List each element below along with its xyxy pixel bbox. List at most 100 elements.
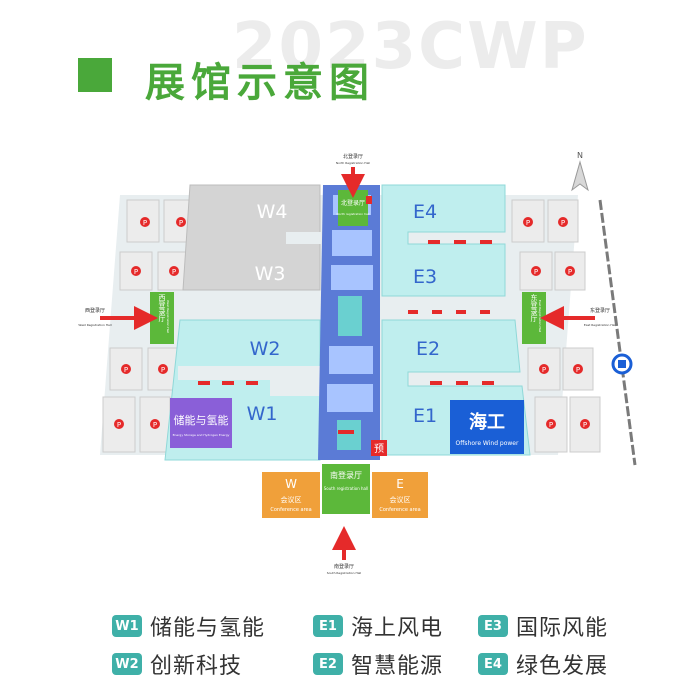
legend-badge: E4 — [478, 653, 508, 675]
east-entrance-label-en: East Registration Hall — [584, 323, 616, 327]
west-hall-label: 西登录厅 — [158, 294, 166, 322]
passage-arrows — [198, 196, 494, 434]
parking-marker: P — [576, 366, 580, 374]
south-entrance-label: 南登录厅 — [334, 563, 354, 570]
passage-arrow — [480, 310, 490, 314]
legend-item-e2: E2 智慧能源 — [313, 648, 443, 680]
parking-marker: P — [172, 268, 176, 276]
passage-arrow — [430, 381, 442, 385]
title-square-icon — [78, 58, 112, 92]
compass-north-label: N — [577, 151, 583, 160]
corridor-window — [337, 420, 361, 450]
legend-label: 海上风电 — [351, 616, 444, 641]
east-hall-label-en: East Registration Hall — [538, 300, 542, 332]
metro-line — [598, 199, 637, 466]
legend-item-e1: E1 海上风电 — [313, 610, 443, 642]
conference-e-en: Conference area — [379, 507, 420, 513]
passage-arrow — [432, 310, 442, 314]
hall-e2-label: E2 — [416, 338, 440, 360]
parking-marker: P — [143, 219, 147, 227]
hall-gap — [286, 232, 324, 244]
conference-w-en: Conference area — [270, 507, 311, 513]
compass-icon: N — [571, 151, 589, 192]
legend-item-w1: W1 储能与氢能 — [112, 610, 265, 642]
west-hall-label-en: West Registration Hall — [166, 300, 170, 333]
zone-offshore-wind — [450, 400, 524, 454]
parking-marker: P — [134, 268, 138, 276]
hall-e4-e3-block — [381, 184, 506, 297]
legend: W1 储能与氢能 E1 海上风电 E3 国际风能 W2 创新科技 E2 智慧能源… — [0, 600, 691, 695]
parking-marker: P — [526, 219, 530, 227]
west-entrance-label: 西登录厅 — [85, 307, 105, 314]
conference-area-e — [372, 472, 428, 518]
legend-badge: E3 — [478, 615, 508, 637]
zone-storage-cn: 储能与氢能 — [174, 413, 229, 427]
legend-badge: E1 — [313, 615, 343, 637]
parking-lot — [562, 347, 594, 391]
conference-area-w — [262, 472, 320, 518]
hall-w4-label: W4 — [257, 201, 288, 223]
parking-marker: P — [568, 268, 572, 276]
hall-w2-label: W2 — [250, 338, 281, 360]
legend-item-e4: E4 绿色发展 — [478, 648, 608, 680]
preregistration-marker — [371, 440, 387, 456]
parking-marker: P — [542, 366, 546, 374]
south-hall-cn: 南登录厅 — [330, 470, 362, 480]
legend-label: 创新科技 — [150, 654, 243, 679]
passage-arrow — [480, 240, 492, 244]
legend-label: 储能与氢能 — [150, 616, 266, 641]
legend-item-e3: E3 国际风能 — [478, 610, 608, 642]
parking-marker: P — [161, 366, 165, 374]
passage-arrow — [222, 381, 234, 385]
parking-marker: P — [124, 366, 128, 374]
east-entrance-label: 东登录厅 — [590, 307, 610, 314]
hall-gap — [270, 366, 320, 396]
legend-label: 绿色发展 — [516, 654, 609, 679]
conference-e-cn: 会议区 — [390, 495, 411, 504]
parking-marker: P — [153, 421, 157, 429]
passage-arrow — [454, 240, 466, 244]
zone-storage-hydrogen — [170, 398, 232, 448]
north-registration-hall — [338, 190, 368, 226]
passage-arrow — [198, 381, 210, 385]
parking-marker: P — [534, 268, 538, 276]
corridor-window — [331, 265, 373, 290]
legend-badge: E2 — [313, 653, 343, 675]
legend-badge: W1 — [112, 615, 142, 637]
legend-item-w2: W2 创新科技 — [112, 648, 242, 680]
legend-badge: W2 — [112, 653, 142, 675]
parking-marker: P — [583, 421, 587, 429]
zone-offshore-en: Offshore Wind power — [456, 440, 519, 447]
conference-w-cn: 会议区 — [281, 495, 302, 504]
parking-lot — [147, 347, 179, 391]
north-hall-cn: 北登录厅 — [341, 199, 365, 207]
passage-arrow — [338, 430, 354, 434]
passage-arrow — [456, 381, 468, 385]
parking-marker: P — [561, 219, 565, 227]
hall-w4-w3-block — [182, 184, 321, 291]
legend-label: 智慧能源 — [351, 654, 444, 679]
watermark-2023cwp: 2023CWP — [232, 10, 589, 84]
passage-arrow — [428, 240, 440, 244]
hall-e3-label: E3 — [413, 266, 437, 288]
east-hall-label: 东登录厅 — [530, 293, 538, 322]
passage-arrow — [482, 381, 494, 385]
corridor-window — [329, 346, 373, 374]
corridor-window — [327, 384, 373, 412]
zone-storage-en: Energy Storage and Hydrogen Energy — [173, 433, 230, 437]
legend-label: 国际风能 — [516, 616, 609, 641]
passage-arrow — [408, 310, 418, 314]
zone-offshore-cn: 海工 — [469, 411, 505, 433]
hall-w3-label: W3 — [255, 263, 286, 285]
hall-e1-label: E1 — [413, 405, 437, 427]
parking-marker: P — [549, 421, 553, 429]
north-entrance-label-en: North Registration Hall — [336, 161, 370, 165]
south-entrance-label-en: South Registration Hall — [327, 571, 362, 575]
parking-markers: P P P P P P P P P P P P P P P P — [114, 217, 590, 429]
west-entrance-label-en: West Registration Hall — [78, 323, 111, 327]
parking-marker: P — [179, 219, 183, 227]
passage-arrow — [246, 381, 258, 385]
hall-w1-label: W1 — [247, 403, 278, 425]
corridor-window — [338, 296, 362, 336]
south-hall-en: South registration hall — [324, 486, 368, 491]
